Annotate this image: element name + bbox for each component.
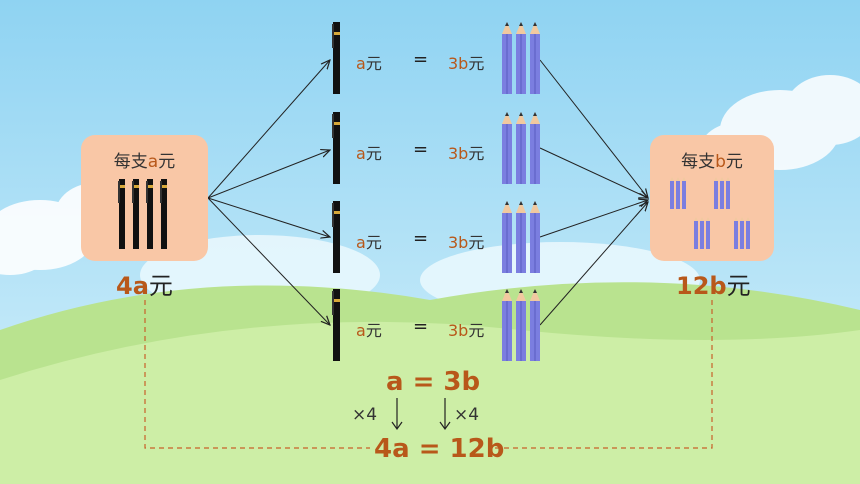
right-card-title-unit: 元 bbox=[725, 152, 743, 172]
arrow-from-pencils-2 bbox=[539, 147, 648, 198]
three-pencils-icon bbox=[502, 201, 540, 273]
pen-price-unit: 元 bbox=[365, 321, 382, 340]
left-card-pens: 每支a元 bbox=[81, 135, 208, 261]
arrow-from-pencils-1 bbox=[539, 59, 648, 198]
right-card-title: 每支b元 bbox=[650, 147, 774, 172]
equals-sign: = bbox=[413, 228, 429, 249]
multiplier-right: ×4 bbox=[454, 405, 480, 425]
left-card-title-var: a bbox=[147, 152, 159, 172]
right-total-value: 12b bbox=[676, 272, 727, 300]
pen-price-label: a元 bbox=[356, 229, 382, 253]
right-card-title-var: b bbox=[715, 152, 726, 172]
pen-icon bbox=[332, 201, 340, 273]
equation-bottom: 4a = 12b bbox=[374, 434, 505, 464]
arrow-to-pen-2 bbox=[207, 150, 330, 199]
pencil-price-label: 3b元 bbox=[448, 229, 484, 253]
pencil-price-unit: 元 bbox=[468, 144, 485, 163]
pen-price-var: a bbox=[356, 321, 366, 340]
pencil-price-var: 3b bbox=[448, 233, 469, 252]
pencil-price-label: 3b元 bbox=[448, 317, 484, 341]
pen-icon bbox=[332, 22, 340, 94]
pen-icon bbox=[332, 112, 340, 184]
three-pencils-icon bbox=[502, 22, 540, 94]
pencil-price-unit: 元 bbox=[468, 233, 485, 252]
pencil-price-unit: 元 bbox=[468, 321, 485, 340]
pen-price-var: a bbox=[356, 144, 366, 163]
right-total-unit: 元 bbox=[726, 272, 751, 300]
left-card-title-unit: 元 bbox=[158, 152, 176, 172]
left-card-title-prefix: 每支 bbox=[113, 152, 148, 172]
pencil-price-label: 3b元 bbox=[448, 140, 484, 164]
pen-price-var: a bbox=[356, 233, 366, 252]
equals-sign: = bbox=[413, 139, 429, 160]
pen-price-label: a元 bbox=[356, 50, 382, 74]
multiplier-left: ×4 bbox=[352, 405, 378, 425]
right-total: 12b元 bbox=[676, 266, 751, 301]
left-total-value: 4a bbox=[116, 272, 149, 300]
pen-icon bbox=[332, 289, 340, 361]
left-card-title: 每支a元 bbox=[81, 147, 208, 172]
arrow-from-pencils-3 bbox=[539, 200, 648, 238]
right-card-pencils: 每支b元 bbox=[650, 135, 774, 261]
pencil-price-label: 3b元 bbox=[448, 50, 484, 74]
dashed-link bbox=[144, 300, 713, 449]
pencil-price-var: 3b bbox=[448, 144, 469, 163]
hill-front bbox=[0, 321, 860, 484]
pencil-price-var: 3b bbox=[448, 54, 469, 73]
twelve-pencils-icon bbox=[670, 177, 750, 249]
arrow-to-pen-3 bbox=[207, 197, 330, 237]
three-pencils-icon bbox=[502, 289, 540, 361]
equals-sign: = bbox=[413, 316, 429, 337]
arrow-to-pen-4 bbox=[207, 197, 330, 325]
left-total-unit: 元 bbox=[148, 272, 173, 300]
pen-price-label: a元 bbox=[356, 317, 382, 341]
four-pens-icon bbox=[118, 179, 167, 249]
pencil-price-unit: 元 bbox=[468, 54, 485, 73]
pen-price-unit: 元 bbox=[365, 233, 382, 252]
arrow-to-pen-1 bbox=[207, 60, 330, 199]
pen-price-label: a元 bbox=[356, 140, 382, 164]
left-total: 4a元 bbox=[116, 266, 173, 301]
equals-sign: = bbox=[413, 49, 429, 70]
equation-top: a = 3b bbox=[386, 367, 481, 397]
pencil-price-var: 3b bbox=[448, 321, 469, 340]
pen-price-var: a bbox=[356, 54, 366, 73]
right-card-title-prefix: 每支 bbox=[681, 152, 716, 172]
pen-price-unit: 元 bbox=[365, 144, 382, 163]
three-pencils-icon bbox=[502, 112, 540, 184]
arrow-from-pencils-4 bbox=[539, 202, 648, 326]
pen-price-unit: 元 bbox=[365, 54, 382, 73]
